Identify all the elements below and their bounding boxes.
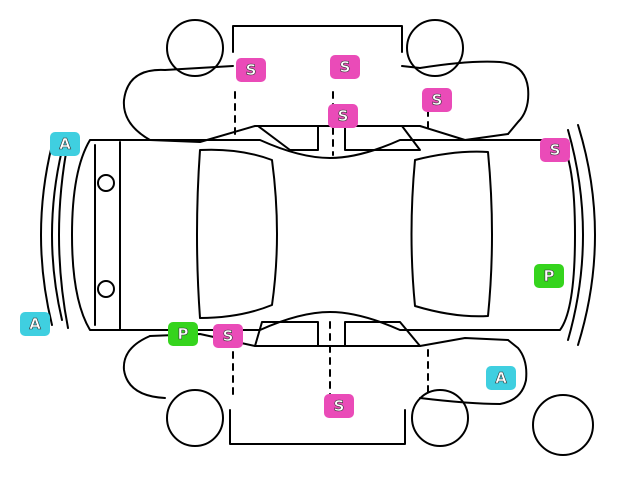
damage-marker-a[interactable]: A bbox=[20, 312, 50, 336]
headlight-lower bbox=[97, 280, 115, 298]
left-side-view bbox=[122, 19, 530, 156]
right-side-window-front bbox=[254, 321, 319, 347]
damage-marker-p[interactable]: P bbox=[534, 264, 564, 288]
damage-marker-a[interactable]: A bbox=[50, 132, 80, 156]
right-side-rockers bbox=[229, 409, 406, 445]
damage-marker-s[interactable]: S bbox=[236, 58, 266, 82]
damage-marker-s[interactable]: S bbox=[324, 394, 354, 418]
damage-marker-s[interactable]: S bbox=[540, 138, 570, 162]
right-front-wheel bbox=[166, 389, 224, 447]
damage-marker-p[interactable]: P bbox=[168, 322, 198, 346]
top-view bbox=[40, 124, 596, 346]
damage-marker-a[interactable]: A bbox=[486, 366, 516, 390]
front-bumper bbox=[51, 149, 63, 321]
car-body-outline bbox=[71, 139, 576, 331]
windshield bbox=[196, 148, 278, 319]
spare-wheel bbox=[532, 394, 594, 456]
damage-marker-s[interactable]: S bbox=[330, 55, 360, 79]
damage-marker-s[interactable]: S bbox=[213, 324, 243, 348]
damage-marker-s[interactable]: S bbox=[422, 88, 452, 112]
right-side-view bbox=[122, 321, 594, 456]
right-side-window-rear bbox=[344, 321, 421, 347]
rear-bumper bbox=[567, 129, 584, 341]
left-rear-wheel bbox=[406, 19, 464, 77]
rear-window bbox=[410, 150, 493, 318]
left-side-body bbox=[122, 60, 530, 141]
left-side-lower bbox=[164, 65, 421, 71]
right-rear-wheel bbox=[411, 389, 469, 447]
damage-marker-s[interactable]: S bbox=[328, 104, 358, 128]
left-side-window-front bbox=[257, 125, 319, 151]
left-side-roofline bbox=[232, 25, 403, 53]
headlight-upper bbox=[97, 174, 115, 192]
right-side-body bbox=[122, 335, 528, 405]
left-front-wheel bbox=[166, 19, 224, 77]
